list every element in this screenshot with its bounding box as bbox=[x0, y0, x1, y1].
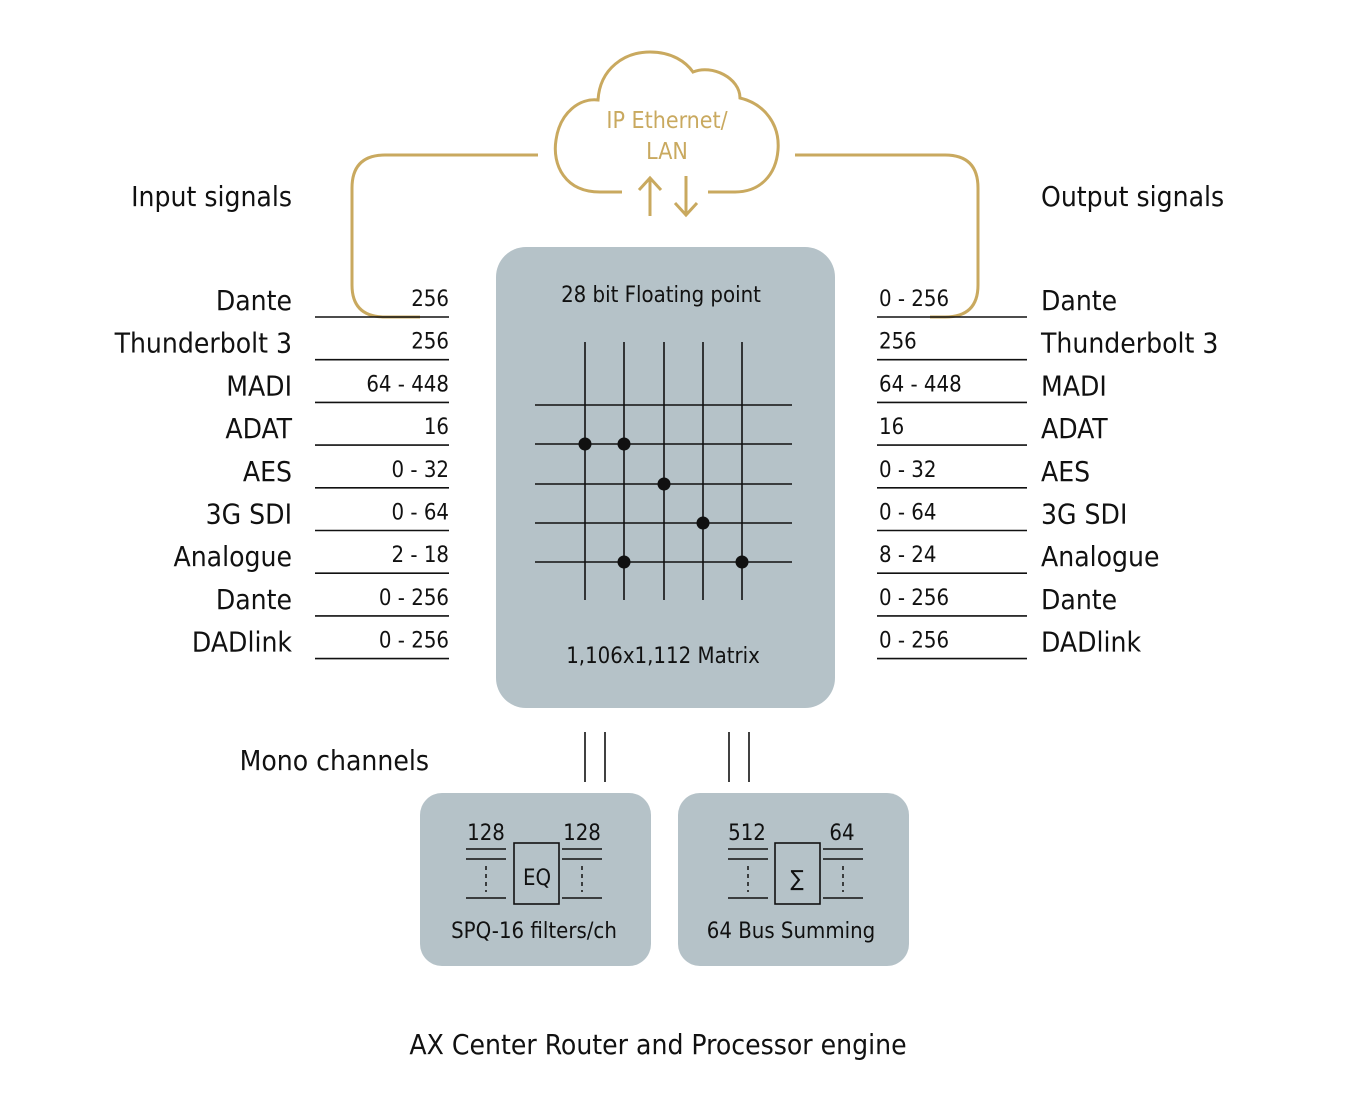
sum-symbol: ∑ bbox=[790, 867, 803, 892]
eq-caption: SPQ-16 filters/ch bbox=[451, 919, 617, 944]
output-network-connector bbox=[795, 153, 980, 319]
eq-symbol: EQ bbox=[523, 866, 551, 891]
output-signal-label: Dante bbox=[1041, 284, 1117, 317]
sum-output-count: 64 bbox=[829, 821, 854, 846]
input-channel-count: 0 - 32 bbox=[392, 458, 449, 483]
cloud-label-line2: LAN bbox=[646, 139, 688, 165]
input-signal-label: Dante bbox=[216, 284, 292, 317]
footer-title: AX Center Router and Processor engine bbox=[409, 1028, 906, 1061]
output-signal-label: AES bbox=[1041, 455, 1090, 488]
output-signals-title: Output signals bbox=[1041, 180, 1224, 213]
input-channel-count: 0 - 256 bbox=[379, 629, 449, 654]
input-channel-count: 256 bbox=[411, 330, 449, 355]
cloud-icon: IP Ethernet/ LAN bbox=[553, 50, 780, 194]
output-signal-label: ADAT bbox=[1041, 412, 1108, 445]
output-channel-count: 0 - 32 bbox=[879, 458, 936, 483]
input-signal-label: Analogue bbox=[173, 540, 292, 573]
eq-box: 128 128 EQ SPQ-16 filters/ch bbox=[420, 793, 651, 966]
output-signal-label: Analogue bbox=[1041, 540, 1160, 573]
output-channel-count: 0 - 64 bbox=[879, 501, 936, 526]
output-channel-count: 16 bbox=[879, 415, 904, 440]
output-channel-count: 8 - 24 bbox=[879, 543, 936, 568]
eq-output-count: 128 bbox=[563, 821, 601, 846]
input-signal-label: Thunderbolt 3 bbox=[114, 327, 292, 360]
output-channel-count: 64 - 448 bbox=[879, 372, 962, 397]
arrow-up-icon bbox=[637, 175, 663, 216]
input-signals-title: Input signals bbox=[131, 180, 292, 213]
output-signal-label: MADI bbox=[1041, 369, 1107, 402]
input-network-connector bbox=[350, 153, 538, 319]
arrow-down-icon bbox=[673, 176, 699, 218]
output-signal-label: Dante bbox=[1041, 583, 1117, 616]
output-channel-count: 0 - 256 bbox=[879, 629, 949, 654]
cloud-label-line1: IP Ethernet/ bbox=[606, 108, 727, 134]
input-signal-label: AES bbox=[243, 455, 292, 488]
output-signal-label: DADlink bbox=[1041, 626, 1142, 659]
summing-box: 512 64 ∑ 64 Bus Summing bbox=[678, 793, 909, 966]
matrix-precision: 28 bit Floating point bbox=[561, 283, 761, 308]
input-signal-label: MADI bbox=[226, 369, 292, 402]
input-channel-count: 16 bbox=[424, 415, 449, 440]
sum-input-count: 512 bbox=[728, 821, 766, 846]
input-signal-label: DADlink bbox=[192, 626, 293, 659]
input-channel-count: 64 - 448 bbox=[366, 372, 449, 397]
input-signal-label: Dante bbox=[216, 583, 292, 616]
input-signal-label: ADAT bbox=[225, 412, 292, 445]
input-channel-count: 256 bbox=[411, 287, 449, 312]
output-channel-count: 256 bbox=[879, 330, 917, 355]
matrix-box bbox=[496, 247, 835, 708]
input-signal-label: 3G SDI bbox=[206, 498, 292, 531]
eq-input-count: 128 bbox=[467, 821, 505, 846]
output-channel-count: 0 - 256 bbox=[879, 287, 949, 312]
input-channel-count: 0 - 64 bbox=[392, 501, 449, 526]
sum-caption: 64 Bus Summing bbox=[707, 919, 875, 944]
output-signal-label: Thunderbolt 3 bbox=[1040, 327, 1218, 360]
output-signal-label: 3G SDI bbox=[1041, 498, 1127, 531]
output-channel-count: 0 - 256 bbox=[879, 586, 949, 611]
input-channel-count: 0 - 256 bbox=[379, 586, 449, 611]
mono-connectors bbox=[584, 732, 750, 782]
mono-channels-label: Mono channels bbox=[240, 744, 429, 777]
matrix-grid bbox=[535, 342, 792, 600]
matrix-size: 1,106x1,112 Matrix bbox=[566, 644, 760, 669]
input-channel-count: 2 - 18 bbox=[392, 543, 449, 568]
